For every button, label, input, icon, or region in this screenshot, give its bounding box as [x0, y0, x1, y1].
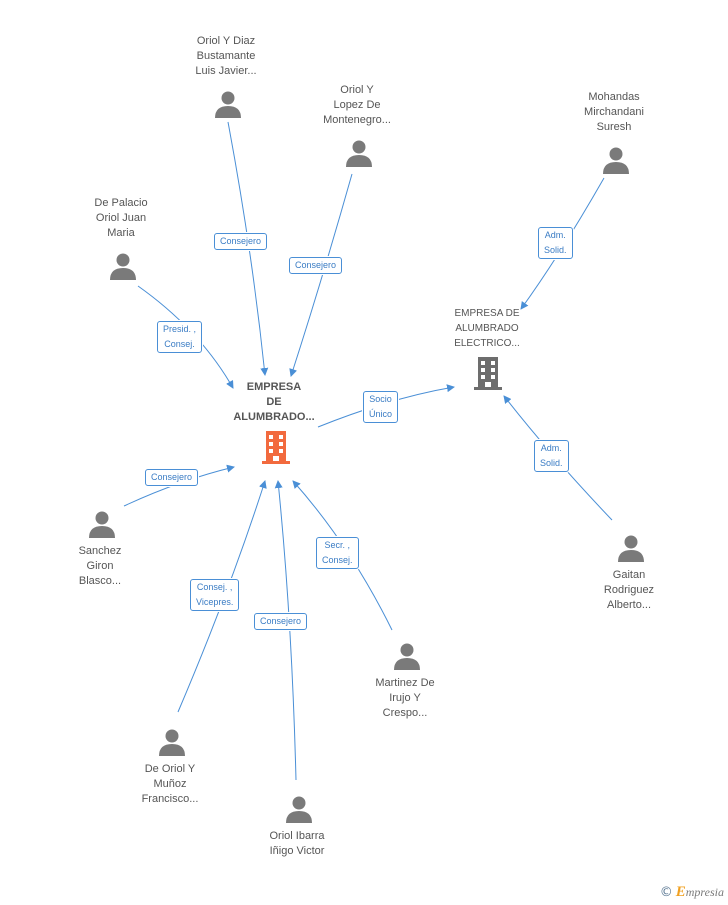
company-name: EMPRESA DE ALUMBRADO ELECTRICO...: [454, 308, 520, 349]
person-icon: [110, 253, 136, 280]
person-icon: [159, 729, 185, 756]
person-name: Sanchez Giron Blasco...: [78, 545, 122, 587]
relation-label-gaitan[interactable]: Adm. Solid.: [534, 440, 569, 472]
building-icon: [262, 431, 290, 464]
person-name: Gaitan Rodriguez Alberto...: [603, 569, 655, 611]
edge-oriol-lopez: [289, 173, 353, 377]
person-icon: [286, 796, 312, 823]
person-icon: [603, 147, 629, 174]
person-icon: [215, 91, 241, 118]
copyright-icon: ©: [659, 885, 673, 900]
person-name: Oriol Y Lopez De Montenegro...: [323, 84, 391, 126]
company-name: EMPRESA DE ALUMBRADO...: [233, 381, 315, 423]
brand-text: mpresia: [685, 885, 724, 899]
relation-label-oriol-lopez[interactable]: Consejero: [289, 257, 343, 274]
person-icon: [618, 535, 644, 562]
brand-initial: E: [675, 884, 686, 900]
relation-label-oriol-diaz[interactable]: Consejero: [214, 233, 268, 250]
person-name: Oriol Y Diaz Bustamante Luis Javier...: [195, 35, 257, 77]
person-name: De Palacio Oriol Juan Maria: [94, 197, 148, 239]
relation-label-de-oriol-munoz[interactable]: Consej. , Vicepres.: [190, 579, 240, 611]
person-icon: [346, 140, 372, 167]
relation-label-oriol-ibarra[interactable]: Consejero: [254, 613, 308, 630]
person-name: Martinez De Irujo Y Crespo...: [375, 677, 435, 719]
relation-label-mohandas[interactable]: Adm. Solid.: [538, 227, 573, 259]
relation-label-de-palacio[interactable]: Presid. , Consej.: [157, 321, 203, 353]
relation-label-sanchez[interactable]: Consejero: [145, 469, 199, 486]
relation-label-socio[interactable]: Socio Único: [363, 391, 399, 423]
person-name: De Oriol Y Muñoz Francisco...: [141, 763, 199, 805]
person-icon: [89, 511, 115, 538]
person-icon: [394, 643, 420, 670]
person-name: Mohandas Mirchandani Suresh: [584, 91, 644, 133]
building-icon: [474, 357, 502, 390]
edge-oriol-ibarra: [274, 480, 297, 781]
empresia-logo[interactable]: ©Empresia: [660, 884, 724, 901]
relation-label-martinez[interactable]: Secr. , Consej.: [316, 537, 359, 569]
person-name: Oriol Ibarra Iñigo Victor: [269, 830, 325, 857]
